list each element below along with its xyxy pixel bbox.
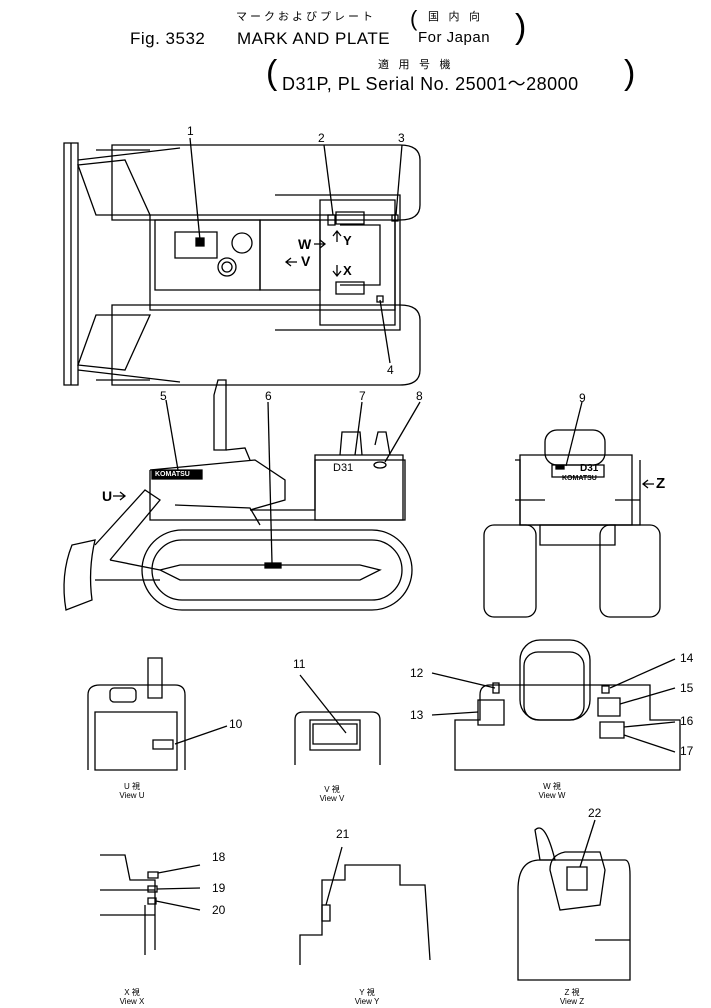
- callout-21: 21: [336, 827, 350, 841]
- serial-open-paren: (: [266, 54, 278, 92]
- callout-14: 14: [680, 651, 694, 665]
- callout-20: 20: [212, 903, 226, 917]
- callout-18: 18: [212, 850, 226, 864]
- caption-view-v-en: View V: [319, 794, 345, 803]
- view-marker-w: W: [298, 236, 312, 252]
- caption-view-v: V 視 View V: [312, 785, 352, 803]
- view-z-drawing: [518, 820, 630, 980]
- serial-range: D31P, PL Serial No. 25001～28000: [282, 74, 579, 94]
- callout-2: 2: [318, 131, 325, 145]
- callout-22: 22: [588, 806, 602, 820]
- view-w-drawing: [432, 640, 680, 770]
- callout-11: 11: [293, 657, 306, 671]
- figure-title: MARK AND PLATE: [237, 29, 391, 48]
- caption-view-w: W 視 View W: [532, 782, 572, 800]
- caption-view-u: U 視 View U: [112, 782, 152, 800]
- japanese-applicable-models: 適 用 号 機: [378, 58, 454, 71]
- callout-4: 4: [387, 363, 394, 377]
- view-y-drawing: [300, 847, 430, 965]
- caption-view-u-en: View U: [119, 791, 145, 800]
- callout-19: 19: [212, 881, 226, 895]
- side-view-drawing: [64, 380, 420, 610]
- view-marker-v: V: [301, 253, 311, 269]
- callout-12: 12: [410, 666, 424, 680]
- caption-view-x-en: View X: [119, 997, 145, 1006]
- caption-view-z-en: View Z: [559, 997, 585, 1006]
- view-marker-u: U: [102, 488, 113, 504]
- caption-view-z: Z 視 View Z: [552, 988, 592, 1006]
- caption-view-z-jp: Z 視: [564, 988, 580, 997]
- market-label: For Japan: [418, 29, 491, 46]
- japanese-title: マークおよびプレート: [236, 10, 376, 23]
- callout-10: 10: [229, 717, 243, 731]
- view-marker-y: Y: [343, 233, 352, 248]
- callout-9: 9: [579, 391, 586, 405]
- caption-view-y: Y 視 View Y: [347, 988, 387, 1006]
- callout-7: 7: [359, 389, 366, 403]
- rear-view-drawing: [484, 402, 660, 617]
- market-open-paren: (: [410, 6, 418, 31]
- brand-label-rear: KOMATSU: [562, 475, 597, 482]
- caption-view-x: X 視 View X: [112, 988, 152, 1006]
- callout-15: 15: [680, 681, 694, 695]
- view-x-drawing: [100, 855, 200, 955]
- callout-3: 3: [398, 131, 405, 145]
- callout-16: 16: [680, 714, 694, 728]
- callout-5: 5: [160, 389, 167, 403]
- model-label-side: D31: [333, 462, 354, 474]
- figure-number: Fig. 3532: [130, 29, 206, 48]
- caption-view-v-jp: V 視: [324, 785, 340, 794]
- view-marker-z: Z: [656, 475, 666, 492]
- caption-view-u-jp: U 視: [124, 782, 140, 791]
- callout-1: 1: [187, 124, 194, 138]
- caption-view-y-jp: Y 視: [359, 988, 375, 997]
- view-marker-x: X: [343, 263, 352, 278]
- view-v-drawing: [295, 675, 380, 765]
- view-u-drawing: [88, 658, 227, 770]
- caption-view-w-en: View W: [538, 791, 566, 800]
- callout-8: 8: [416, 389, 423, 403]
- serial-close-paren: ): [624, 54, 636, 92]
- model-label-rear: D31: [580, 463, 599, 474]
- top-view-drawing: [64, 138, 420, 385]
- caption-view-w-jp: W 視: [543, 782, 561, 791]
- brand-label-side: KOMATSU: [155, 471, 190, 478]
- callout-13: 13: [410, 708, 424, 722]
- caption-view-y-en: View Y: [354, 997, 380, 1006]
- japanese-market: 国 内 向: [428, 10, 483, 23]
- callout-6: 6: [265, 389, 272, 403]
- market-close-paren: ): [515, 8, 527, 46]
- callout-17: 17: [680, 744, 694, 758]
- caption-view-x-jp: X 視: [124, 988, 140, 997]
